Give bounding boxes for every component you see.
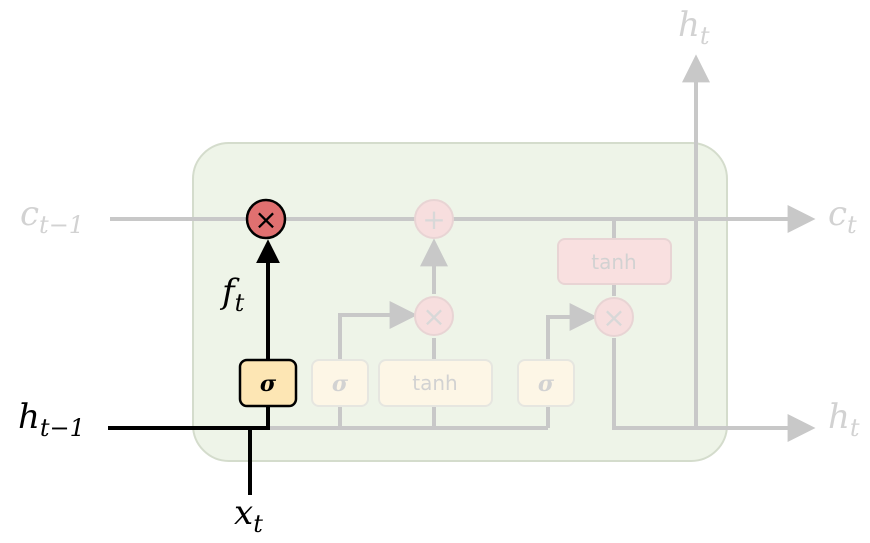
output-multiply-operator: × (594, 297, 634, 337)
cell-add-operator: + (414, 199, 454, 239)
h-t-top-label: ht (678, 5, 710, 50)
h-prev-line (108, 407, 270, 430)
forget-multiply-operator: × (245, 198, 287, 240)
forget-gate-sigma-box: σ (238, 358, 298, 408)
candidate-tanh-label: tanh (412, 371, 457, 395)
c-prev-label: ct−1 (20, 194, 84, 239)
output-multiply-symbol: × (602, 301, 625, 334)
input-multiply-symbol: × (422, 300, 445, 333)
output-gate-sigma-label: σ (538, 371, 555, 397)
c-t-label: ct (828, 194, 857, 239)
input-gate-sigma-label: σ (332, 371, 349, 397)
cell-tanh-label: tanh (591, 250, 636, 274)
x-t-label: xt (234, 493, 263, 538)
forget-gate-sigma-label: σ (260, 371, 277, 397)
output-gate-sigma-box: σ (517, 359, 575, 407)
cell-tanh-box: tanh (557, 238, 672, 285)
cell-add-symbol: + (422, 203, 445, 236)
h-t-right-label: ht (828, 397, 860, 442)
forget-multiply-symbol: × (254, 203, 277, 236)
lstm-cell-body (192, 142, 728, 462)
output-h-line (612, 338, 816, 442)
input-gate-sigma-box: σ (311, 359, 369, 407)
forget-gate-path (108, 239, 280, 495)
candidate-tanh-box: tanh (378, 359, 493, 407)
input-multiply-operator: × (414, 296, 454, 336)
h-prev-label: ht−1 (18, 397, 85, 442)
